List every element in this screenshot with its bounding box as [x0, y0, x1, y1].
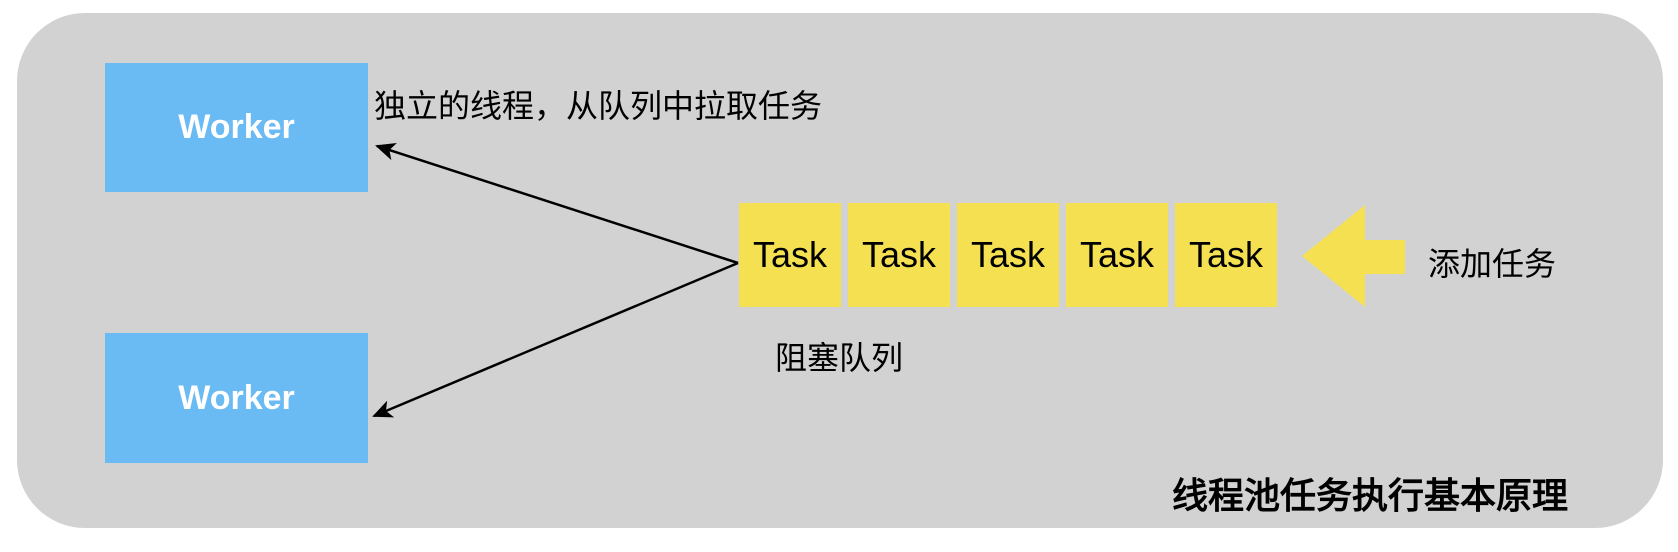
queue-caption-label: 阻塞队列	[775, 340, 904, 376]
task-queue: Task Task Task Task Task	[739, 203, 1277, 307]
worker-label-2: Worker	[178, 378, 295, 417]
task-cell-5: Task	[1175, 203, 1277, 307]
pull-annotation-label: 独立的线程，从队列中拉取任务	[374, 88, 823, 124]
worker-box-1: Worker	[105, 63, 368, 192]
task-cell-4: Task	[1066, 203, 1168, 307]
task-label-1: Task	[752, 234, 828, 275]
worker-box-2: Worker	[105, 333, 368, 463]
task-label-5: Task	[1188, 234, 1264, 275]
task-label-4: Task	[1079, 234, 1155, 275]
task-label-3: Task	[970, 234, 1046, 275]
diagram-title: 线程池任务执行基本原理	[1171, 475, 1568, 516]
task-cell-1: Task	[739, 203, 841, 307]
task-cell-3: Task	[957, 203, 1059, 307]
task-label-2: Task	[861, 234, 937, 275]
worker-label-1: Worker	[178, 108, 295, 146]
add-task-label: 添加任务	[1428, 246, 1557, 282]
task-cell-2: Task	[848, 203, 950, 307]
